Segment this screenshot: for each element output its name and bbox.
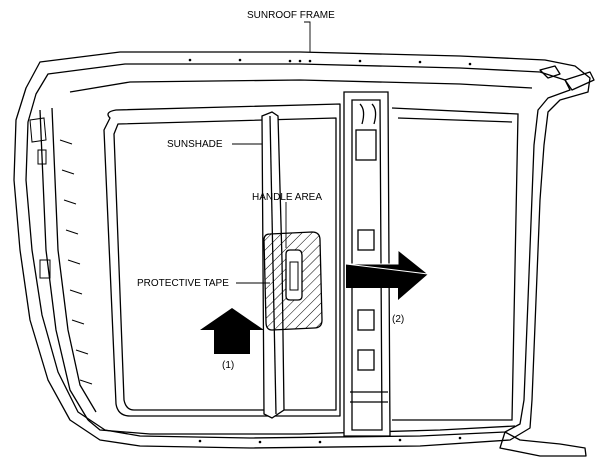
label-handle-area: HANDLE AREA [252,192,322,203]
label-step-2: (2) [392,314,404,325]
right-opening [391,107,519,421]
left-frame-detail [29,117,93,385]
label-protective-tape: PROTECTIVE TAPE [137,278,229,289]
leader-sunroof-frame [304,21,311,52]
arrow-1-push-up [200,308,264,354]
label-step-1: (1) [222,360,234,371]
leader-lines [232,21,311,284]
frame-holes [188,58,472,444]
glass-opening [103,103,341,417]
arrow-2-slide-right [345,248,430,300]
label-sunroof-frame: SUNROOF FRAME [247,10,335,21]
sunroof-frame [13,51,595,457]
protective-tape-area [263,231,323,331]
label-sunshade: SUNSHADE [167,139,223,150]
